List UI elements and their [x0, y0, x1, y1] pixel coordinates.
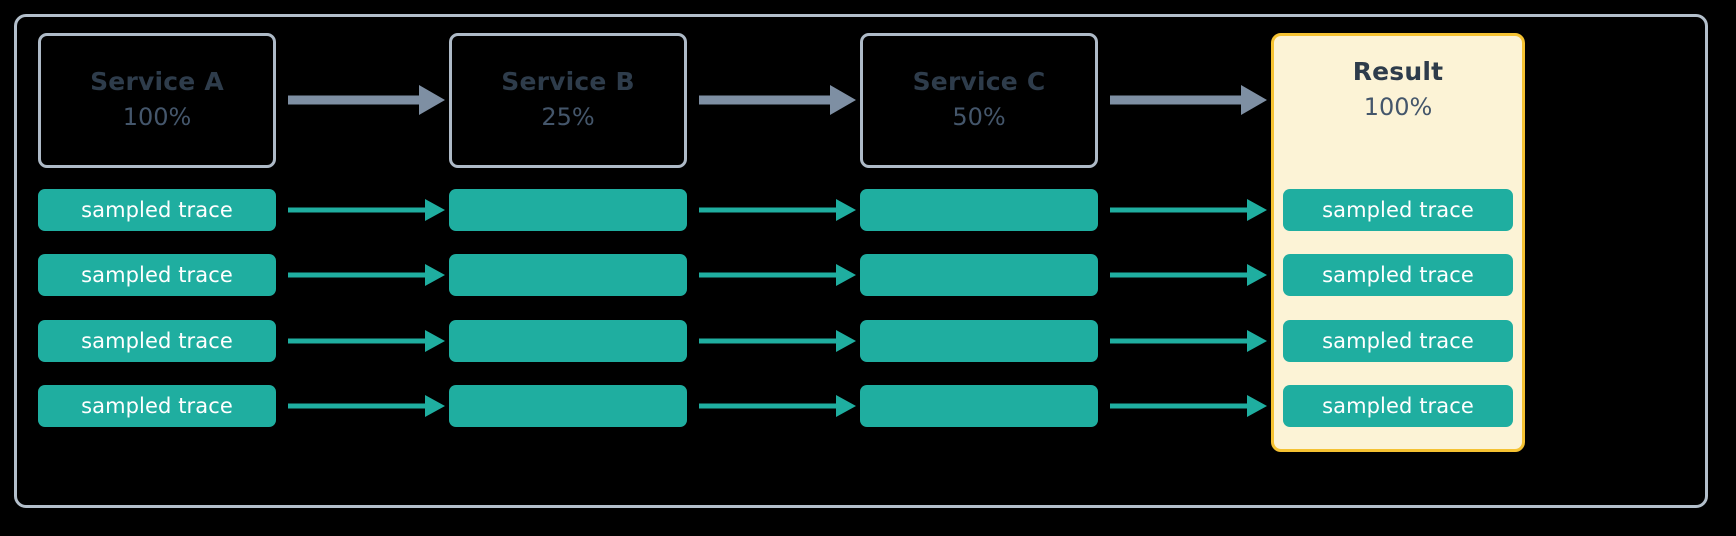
trace-bar[interactable]: sampled trace: [38, 254, 276, 296]
diagram-outer-frame: [14, 14, 1708, 508]
trace-arrow-right-icon: [288, 264, 445, 286]
trace-bar[interactable]: sampled trace: [1283, 254, 1513, 296]
trace-bar[interactable]: [449, 189, 687, 231]
trace-arrow-right-icon: [699, 199, 856, 221]
header-arrow-right-icon: [288, 84, 445, 115]
service-box-service-a[interactable]: Service A 100%: [38, 33, 276, 168]
service-name: Service B: [501, 67, 635, 97]
service-name: Service C: [912, 67, 1046, 97]
trace-bar[interactable]: sampled trace: [38, 189, 276, 231]
trace-bar[interactable]: [860, 320, 1098, 362]
trace-label: sampled trace: [81, 394, 233, 418]
trace-label: sampled trace: [81, 198, 233, 222]
trace-arrow-right-icon: [699, 330, 856, 352]
trace-label: sampled trace: [81, 263, 233, 287]
trace-arrow-right-icon: [699, 264, 856, 286]
result-name: Result: [1352, 57, 1444, 86]
trace-label: sampled trace: [1322, 263, 1474, 287]
result-panel: Result 100%: [1271, 33, 1525, 452]
trace-arrow-right-icon: [1110, 395, 1267, 417]
trace-bar[interactable]: [860, 254, 1098, 296]
header-arrow-right-icon: [699, 84, 856, 115]
result-percent: 100%: [1363, 92, 1433, 121]
service-box-service-c[interactable]: Service C 50%: [860, 33, 1098, 168]
service-name: Service A: [90, 67, 224, 97]
trace-label: sampled trace: [81, 329, 233, 353]
trace-bar[interactable]: sampled trace: [1283, 320, 1513, 362]
service-box-service-b[interactable]: Service B 25%: [449, 33, 687, 168]
result-header: Result 100%: [1274, 58, 1522, 123]
trace-arrow-right-icon: [699, 395, 856, 417]
service-percent: 100%: [122, 102, 192, 131]
service-percent: 50%: [952, 102, 1006, 131]
trace-bar[interactable]: [860, 189, 1098, 231]
trace-arrow-right-icon: [288, 199, 445, 221]
trace-label: sampled trace: [1322, 394, 1474, 418]
trace-bar[interactable]: sampled trace: [38, 320, 276, 362]
trace-arrow-right-icon: [288, 330, 445, 352]
trace-bar[interactable]: sampled trace: [38, 385, 276, 427]
trace-arrow-right-icon: [1110, 264, 1267, 286]
trace-arrow-right-icon: [1110, 199, 1267, 221]
trace-label: sampled trace: [1322, 329, 1474, 353]
trace-bar[interactable]: [449, 320, 687, 362]
trace-label: sampled trace: [1322, 198, 1474, 222]
trace-bar[interactable]: sampled trace: [1283, 385, 1513, 427]
trace-bar[interactable]: [449, 385, 687, 427]
header-arrow-right-icon: [1110, 84, 1267, 115]
trace-arrow-right-icon: [1110, 330, 1267, 352]
trace-bar[interactable]: sampled trace: [1283, 189, 1513, 231]
trace-bar[interactable]: [449, 254, 687, 296]
trace-arrow-right-icon: [288, 395, 445, 417]
trace-bar[interactable]: [860, 385, 1098, 427]
service-percent: 25%: [541, 102, 595, 131]
